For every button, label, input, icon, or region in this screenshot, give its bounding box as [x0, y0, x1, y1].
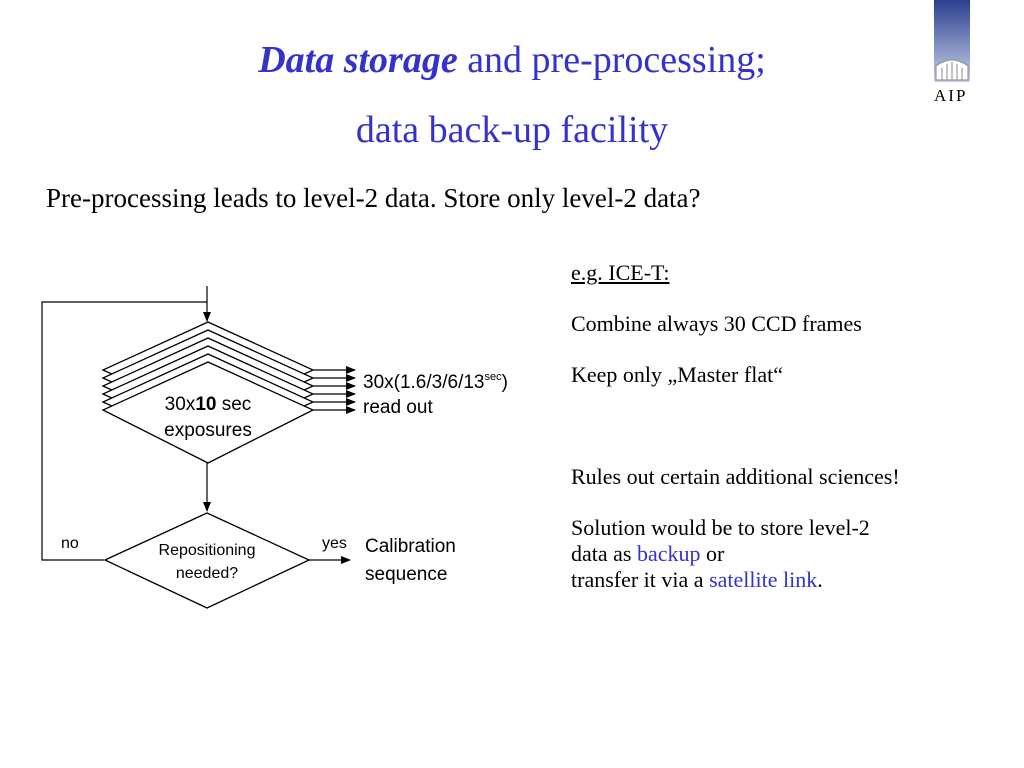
decision-text-line1: Repositioning	[159, 542, 256, 559]
result-text-line2: sequence	[365, 564, 447, 585]
rules-out-text: Rules out certain additional sciences!	[571, 464, 900, 489]
flowchart: 30x10 sec exposures 30x(1.6/3/6/13sec) r…	[41, 286, 508, 609]
example-heading: e.g. ICE-T:	[571, 260, 670, 285]
slide-title-line2: data back-up facility	[355, 109, 669, 151]
exposure-text-line2: exposures	[164, 420, 252, 441]
example-line1: Combine always 30 CCD frames	[571, 311, 862, 336]
solution-text: Solution would be to store level-2 data …	[571, 515, 870, 593]
slide-title-line1: Data storage and pre-processing;	[0, 38, 1024, 82]
title-emphasis: Data storage	[258, 39, 458, 81]
solution-line1: Solution would be to store level-2	[571, 515, 870, 540]
exposure-text-line1: 30x10 sec	[165, 394, 252, 415]
example-line2: Keep only „Master flat“	[571, 362, 783, 387]
aip-logo-icon	[934, 0, 970, 82]
logo-text: AIP	[934, 86, 968, 105]
decision-diamond	[103, 512, 311, 609]
exposure-diamond	[101, 361, 315, 464]
solution-line2: data as backup or	[571, 541, 725, 566]
satellite-link-term: satellite link	[709, 567, 818, 592]
yes-label: yes	[322, 535, 347, 552]
title-rest: and pre-processing;	[457, 39, 766, 81]
no-label: no	[61, 535, 79, 552]
output-text-line1: 30x(1.6/3/6/13sec)	[363, 371, 508, 393]
decision-text-line2: needed?	[176, 565, 238, 582]
backup-term: backup	[636, 541, 701, 566]
output-text-line2: read out	[363, 397, 433, 418]
subtitle: Pre-processing leads to level-2 data. St…	[46, 183, 701, 213]
result-text-line1: Calibration	[365, 536, 456, 557]
loop-back-line	[41, 301, 207, 561]
solution-line3: transfer it via a satellite link.	[571, 567, 823, 592]
